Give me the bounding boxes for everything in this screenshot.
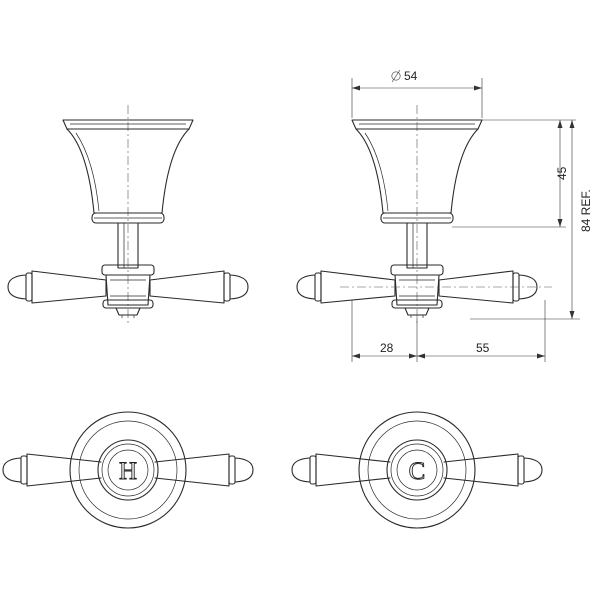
dimension-height-total: 84 REF.	[579, 189, 593, 232]
cold-marking: C	[409, 458, 426, 485]
tap-side-view-right	[296, 104, 538, 326]
dimension-height-head: 45	[555, 166, 569, 180]
tap-front-view-cold: C	[291, 411, 543, 529]
tap-side-view-left	[7, 104, 249, 326]
tap-front-view-hot: H	[2, 411, 254, 529]
dimension-diameter: 54	[404, 69, 418, 83]
dimension-annotations: 54 45 84 REF. 28 55	[340, 69, 593, 362]
dimension-offset-right: 55	[476, 341, 490, 355]
hot-marking: H	[119, 458, 137, 485]
dimension-offset-left: 28	[380, 341, 394, 355]
diameter-symbol	[391, 69, 401, 83]
